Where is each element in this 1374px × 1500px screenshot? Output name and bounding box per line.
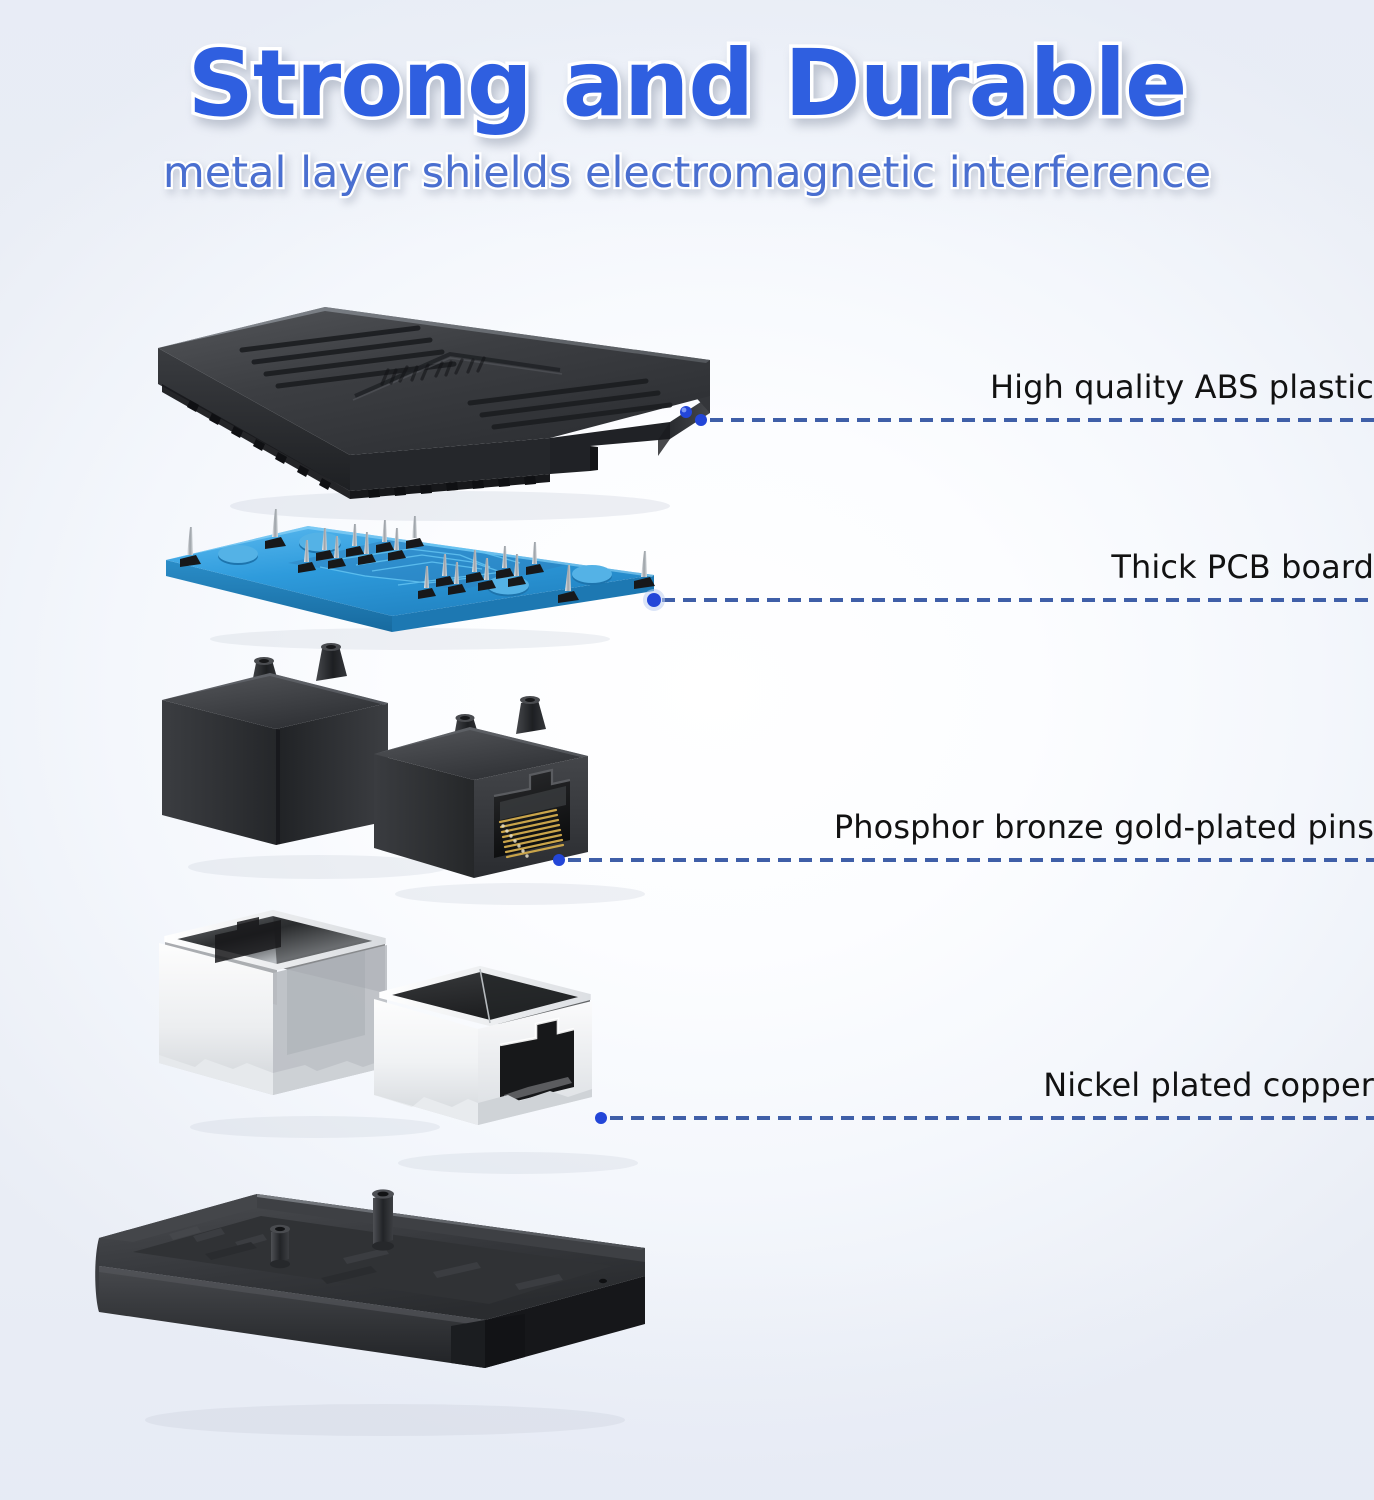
part-rj45-jack-body-rear <box>162 643 448 879</box>
leader-dot <box>647 593 661 607</box>
part-metal-shield-rear <box>159 909 440 1138</box>
leader-dot <box>595 1112 607 1124</box>
header: Strong and Durable metal layer shields e… <box>0 0 1374 198</box>
mounting-post <box>270 1224 290 1269</box>
page-title: Strong and Durable <box>184 30 1191 137</box>
leader-line <box>710 418 1374 422</box>
callout-label: High quality ABS plastic <box>989 368 1374 406</box>
part-top-abs-cover <box>158 307 710 521</box>
gold-plated-pins <box>498 808 565 859</box>
pcb-pin-cluster-b <box>418 542 544 599</box>
leader-line <box>568 858 1374 862</box>
callout-label: Thick PCB board <box>1111 548 1374 586</box>
alignment-post <box>316 643 347 681</box>
leader-line <box>662 598 1374 602</box>
part-rj45-jack-body-front <box>374 696 645 905</box>
alignment-post <box>516 696 546 734</box>
callout-label: Phosphor bronze gold-plated pins <box>833 808 1374 846</box>
leader-dot <box>695 414 707 426</box>
rj45-port <box>493 768 571 859</box>
rj45-cutout <box>499 1017 575 1105</box>
leader-line <box>610 1116 1374 1120</box>
part-pcb-board <box>166 509 655 650</box>
mounting-post <box>372 1189 394 1251</box>
part-bottom-abs-tray <box>95 1189 645 1436</box>
page-subtitle: metal layer shields electromagnetic inte… <box>161 148 1214 198</box>
pcb-pin-cluster-a <box>298 516 424 573</box>
callout-label: Nickel plated copper <box>1043 1066 1374 1104</box>
part-metal-shield-front <box>374 965 638 1174</box>
leader-dot <box>553 854 565 866</box>
